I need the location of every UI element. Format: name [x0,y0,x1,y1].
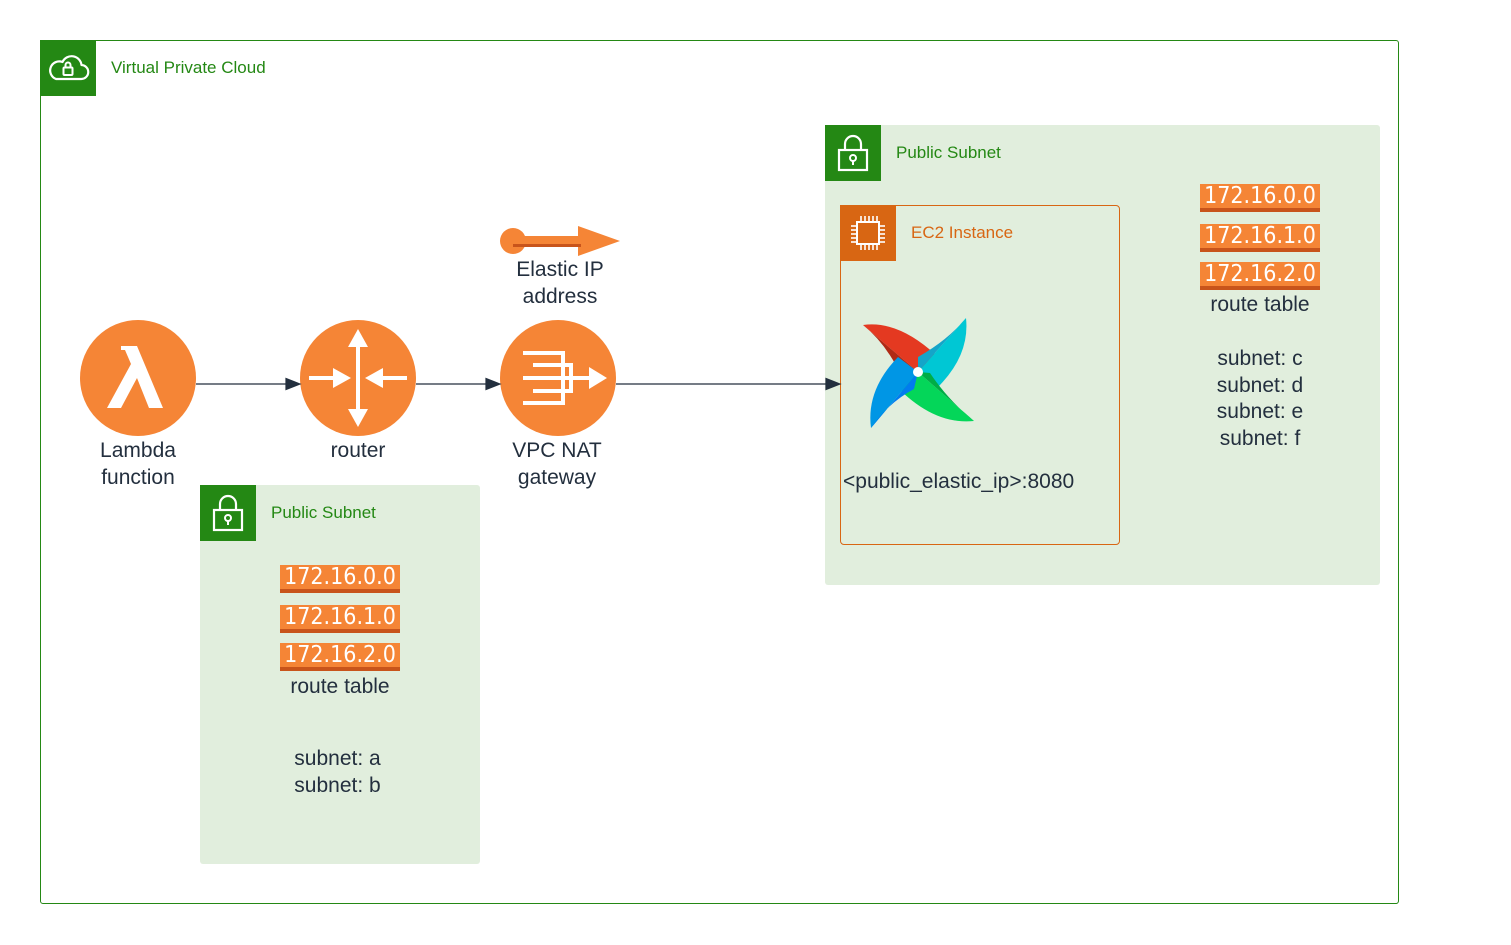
subnet-item: subnet: e [1216,400,1304,423]
ec2-instance-group [840,205,1120,545]
subnet-right-title: Public Subnet [896,143,1001,162]
route-entry-1: 172.16.1.0 [1200,224,1320,252]
router-icon [300,320,416,436]
nat-label: VPC NAT gateway [497,437,617,491]
endpoint-label: <public_elastic_ip>:8080 [843,470,1075,493]
cloud-lock-icon [40,40,96,96]
nat-label-line1: VPC NAT [512,439,602,462]
elastic-ip-icon [500,226,620,256]
arrowhead-ec2 [825,377,842,391]
route-table-label: route table [1210,293,1310,316]
ec2-title: EC2 Instance [911,223,1014,242]
arrowhead-nat [485,377,502,391]
route-table-label: route table [290,675,390,698]
subnet-left-title: Public Subnet [271,503,376,522]
vpc-title: Virtual Private Cloud [111,58,266,77]
lock-icon [825,125,881,181]
route-entry-0: 172.16.0.0 [280,565,400,593]
subnet-item: subnet: b [294,773,381,797]
lambda-label-line2: function [101,466,175,489]
subnet-item: subnet: f [1219,426,1301,450]
route-entry-2: 172.16.2.0 [280,643,400,671]
subnet-list-left: subnet: a subnet: b [280,746,395,799]
lambda-icon [80,320,196,436]
subnet-item: subnet: a [294,747,381,770]
airflow-pinwheel-icon [863,318,974,428]
nat-label-line2: gateway [517,466,597,489]
subnet-list-right: subnet: c subnet: d subnet: e subnet: f [1200,346,1320,452]
route-entry-0: 172.16.0.0 [1200,184,1320,212]
router-label: router [330,439,386,462]
lambda-label: Lambda function [78,437,198,491]
public-subnet-left [200,485,480,864]
eip-label-line2: address [522,285,598,308]
route-entry-2: 172.16.2.0 [1200,262,1320,290]
subnet-item: subnet: d [1216,373,1304,397]
route-entry-1: 172.16.1.0 [280,605,400,633]
vpc-group [40,40,1399,904]
chip-icon [840,205,896,261]
eip-label-line1: Elastic IP [516,258,604,281]
elastic-ip-label: Elastic IP address [500,256,620,310]
nat-gateway-icon [500,320,616,436]
lock-icon [200,485,256,541]
arrowhead-router [285,377,302,391]
lambda-label-line1: Lambda [100,439,176,462]
subnet-item: subnet: c [1217,347,1303,370]
